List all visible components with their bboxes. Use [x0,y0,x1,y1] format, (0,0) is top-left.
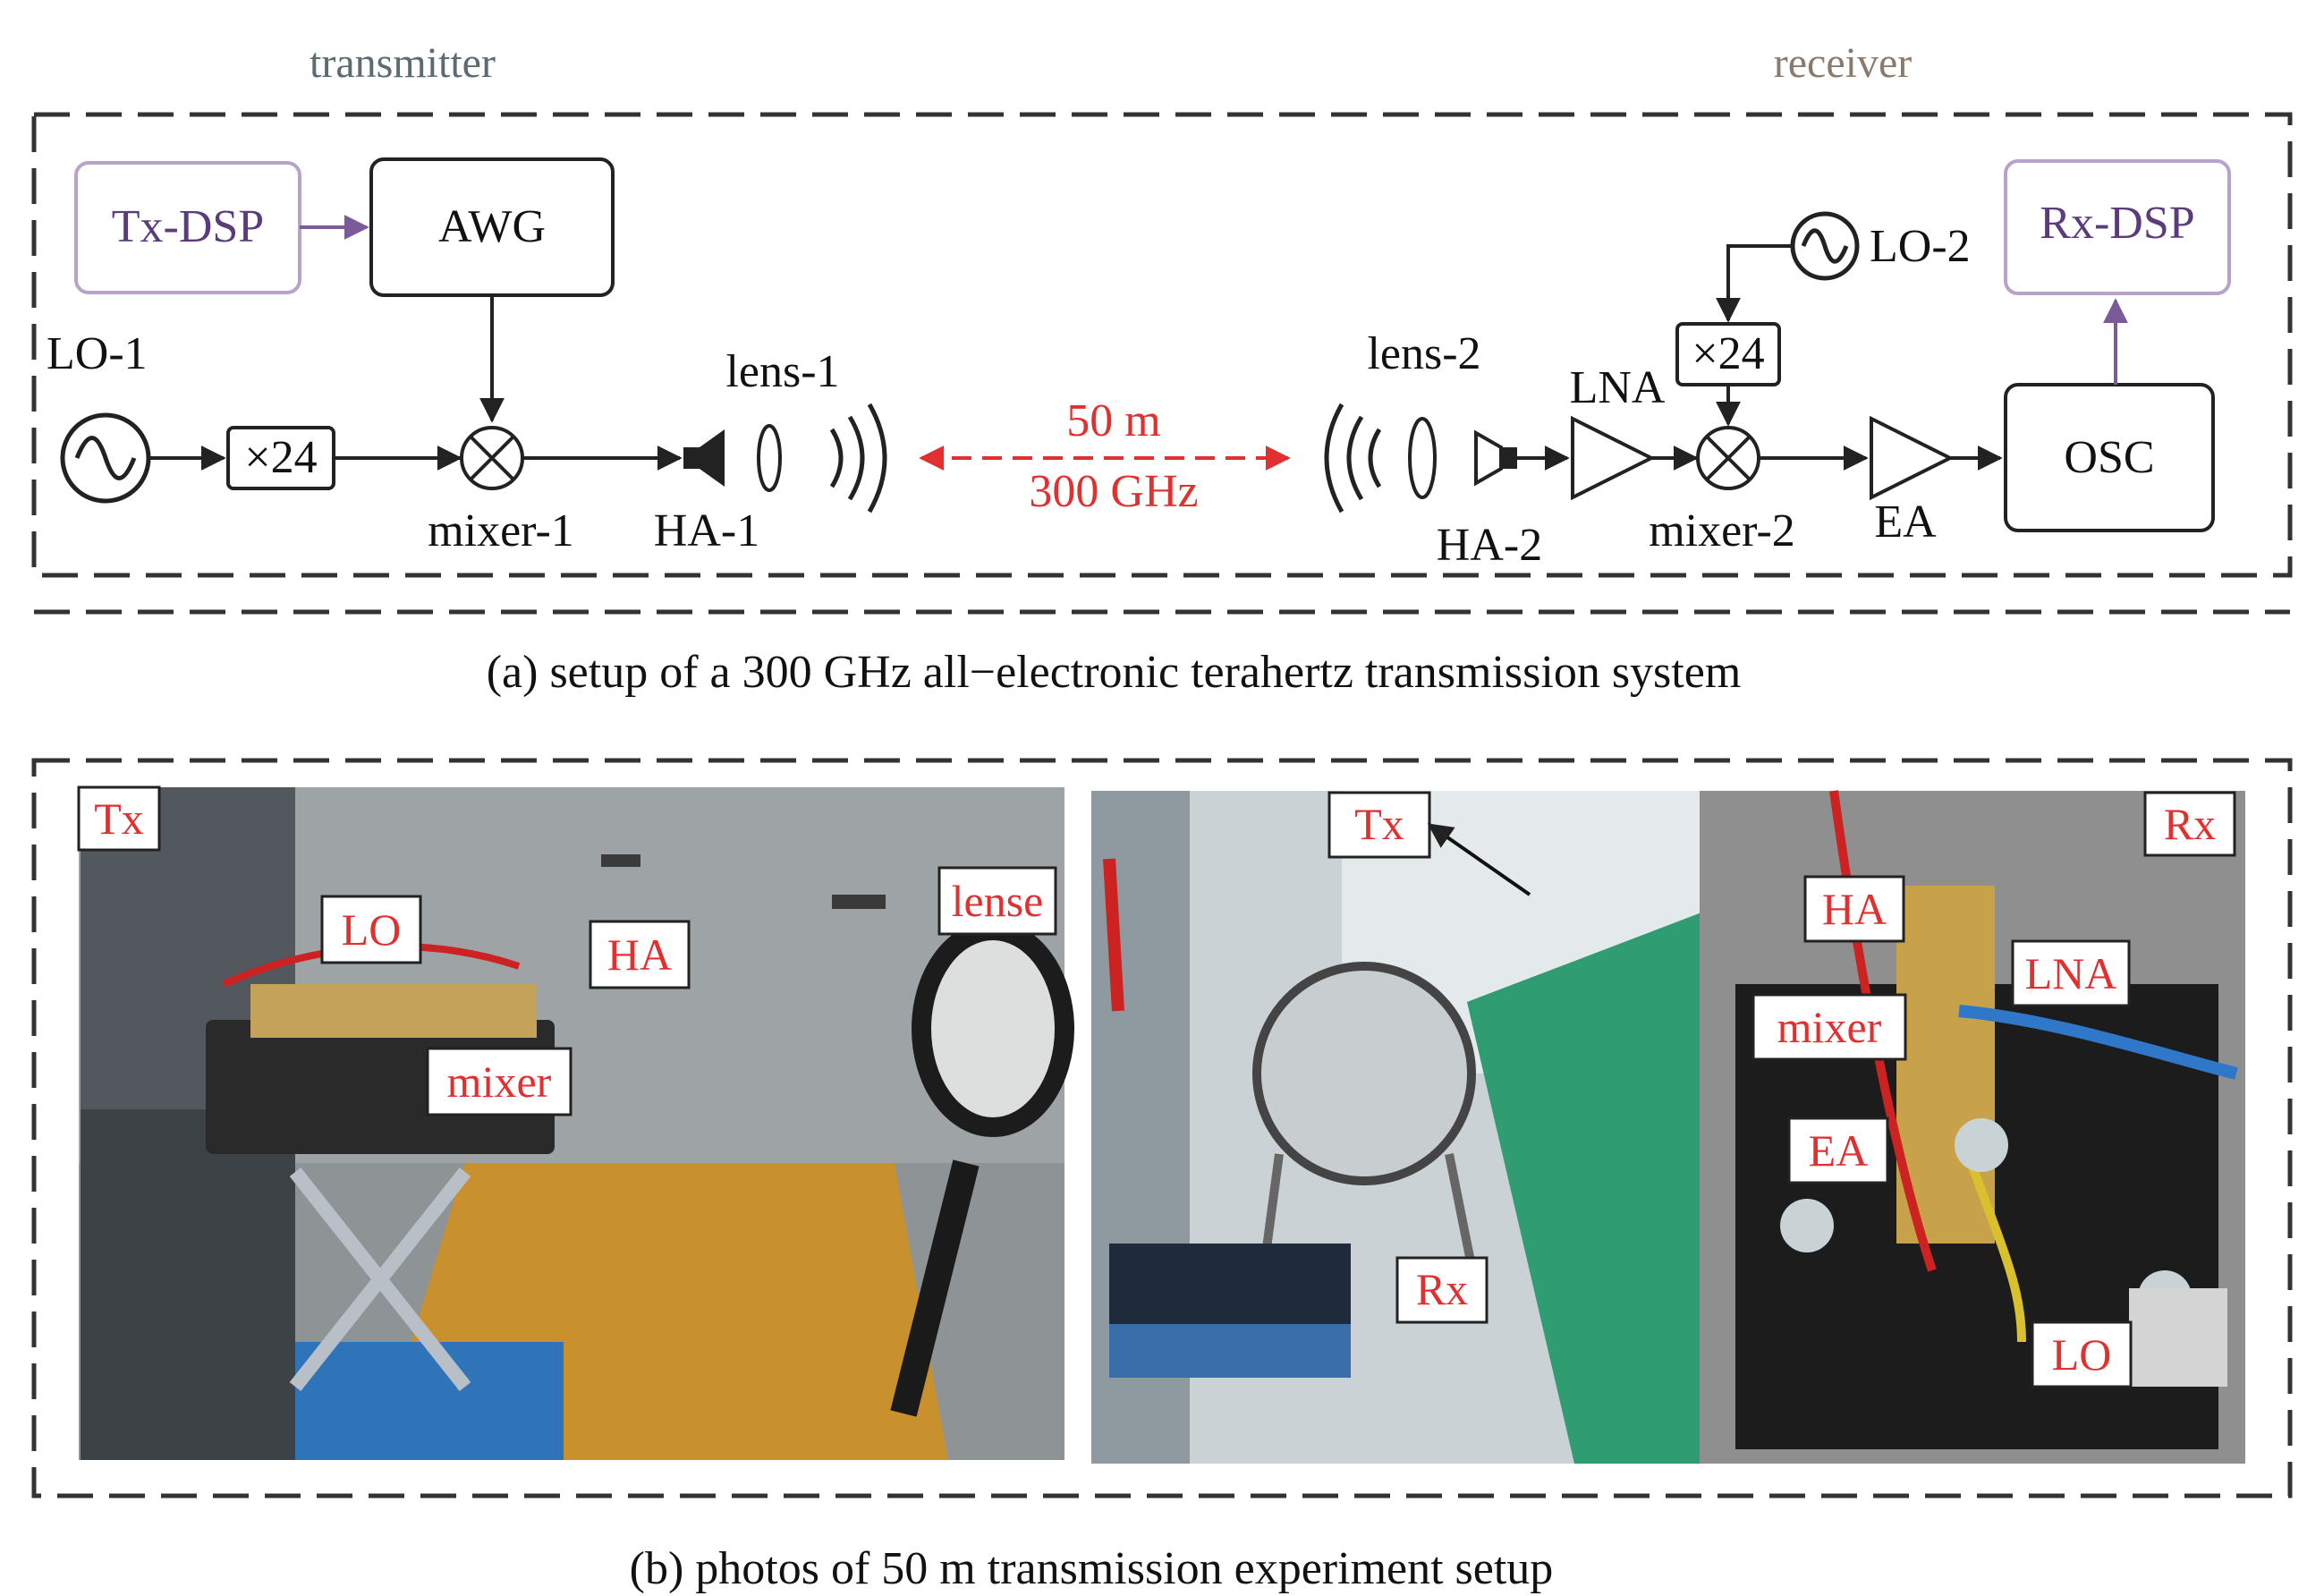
photo-receiver [1700,790,2245,1464]
svg-text:HA: HA [607,930,672,980]
ha1-label: HA-1 [654,505,759,556]
panel-b-dashed-frame [31,758,2293,1498]
photo3-tag-rx: Rx [2143,791,2236,857]
mixer1-icon [460,426,524,490]
lo1-oscillator-icon [60,412,151,504]
svg-text:lense: lense [952,876,1044,926]
rx-wave-icon [1324,403,1382,514]
photo1-tag-tx: Tx [77,785,161,852]
tx-dsp-label: Tx-DSP [112,201,264,252]
photo3-tag-ha: HA [1803,875,1905,943]
photo2-tag-tx: Tx [1327,791,1431,859]
receiver-section-label: receiver [1774,39,1913,87]
transmitter-section-label: transmitter [310,39,496,87]
photo2-tag-rx: Rx [1395,1256,1489,1324]
svg-text:LO: LO [2052,1329,2112,1380]
mixer2-icon [1696,426,1760,490]
mixer2-label: mixer-2 [1649,505,1795,556]
svg-text:HA: HA [1822,884,1887,934]
photo1-tag-ha: HA [589,920,691,989]
awg-label: AWG [438,201,546,252]
link-frequency-label: 300 GHz [1029,466,1198,517]
photo3-tag-mixer: mixer [1751,993,1907,1061]
lo1-label: LO-1 [47,328,148,379]
panel-a-caption: (a) setup of a 300 GHz all−electronic te… [487,647,1742,698]
photo3-tag-ea: EA [1787,1116,1889,1184]
mixer1-label: mixer-1 [428,505,574,556]
lna-amplifier-icon [1571,415,1656,501]
photo-transmitter [79,787,1074,1460]
photo1-tag-lense: lense [937,866,1057,936]
svg-text:LNA: LNA [2025,948,2117,998]
tx-wave-icon [829,403,887,514]
lo2-oscillator-icon [1790,211,1860,281]
panel-b-caption: (b) photos of 50 m transmission experime… [630,1543,1554,1594]
lens2-label: lens-2 [1367,328,1480,379]
panel-a-setup-diagram: transmitter receiver Tx-DSP AWG LO-1 ×24 [31,39,2293,698]
svg-text:Tx: Tx [1354,799,1404,849]
svg-text:LO: LO [342,904,402,955]
lna-label: LNA [1570,362,1666,413]
photo1-tag-lo: LO [320,895,422,964]
photo3-tag-lo: LO [2031,1320,2133,1388]
photo2-tx-pointer [1427,823,1531,896]
osc-label: OSC [2064,432,2154,483]
ha1-horn-antenna-icon [683,429,725,487]
svg-text:mixer: mixer [1777,1002,1882,1052]
svg-text:mixer: mixer [447,1057,552,1107]
lens1-label: lens-1 [725,346,839,397]
osc-block [2004,383,2215,532]
lens2-icon [1408,417,1437,499]
lens1-icon [757,424,782,492]
panel-a-dashed-frame [31,112,2293,578]
rx-multiplier-label: ×24 [1692,328,1764,379]
svg-text:Tx: Tx [94,794,144,844]
rx-dsp-block [2004,159,2231,295]
photo1-tag-mixer: mixer [426,1047,573,1116]
svg-text:EA: EA [1809,1125,1869,1176]
ea-label: EA [1874,497,1937,548]
photo3-tag-lna: LNA [2011,939,2131,1007]
lo2-label: LO-2 [1870,221,1971,272]
svg-text:Rx: Rx [1416,1264,1468,1314]
link-distance-label: 50 m [1066,395,1160,446]
svg-text:Rx: Rx [2164,799,2216,849]
photo-link [1091,791,1701,1464]
ha2-horn-antenna-icon [1474,429,1517,487]
panel-b-photos: Tx LO HA mixer lense Tx Rx [31,758,2293,1594]
ha2-label: HA-2 [1437,520,1542,571]
lo2-to-mult-arrow [1716,244,1793,323]
tx-multiplier-label: ×24 [244,432,317,483]
rx-dsp-label: Rx-DSP [2040,198,2194,249]
ea-amplifier-icon [1870,415,1955,501]
